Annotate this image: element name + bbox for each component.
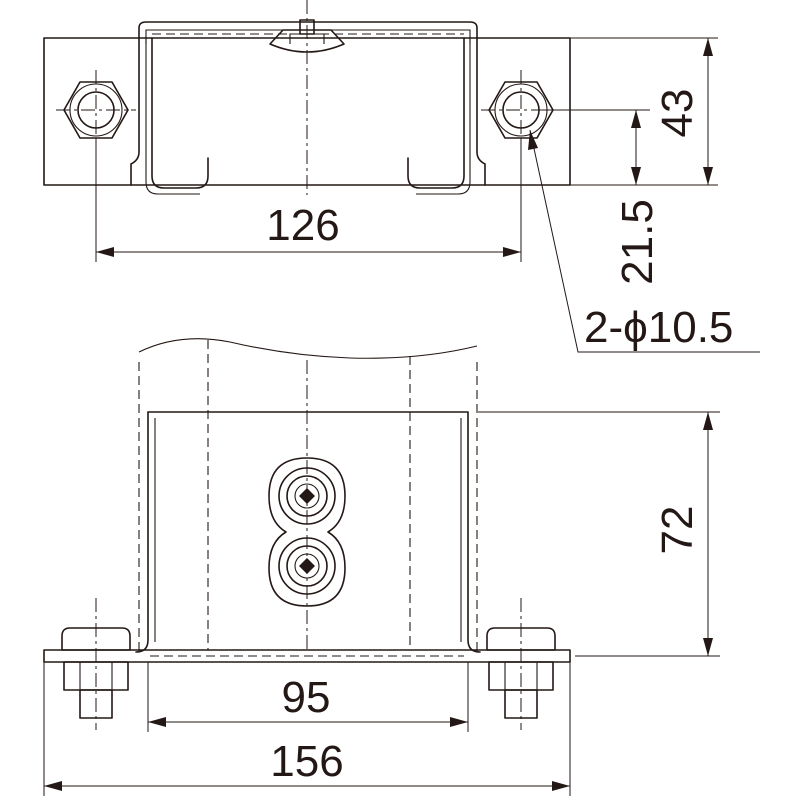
top-view (43, 0, 571, 195)
upper-bolt-mid (286, 475, 328, 517)
channel-left-wall (130, 37, 140, 186)
dim-95-label: 95 (282, 673, 331, 722)
dimension-72: 72 (478, 411, 720, 657)
bracket-left-leg (135, 411, 149, 653)
right-foot-shank (504, 689, 538, 719)
left-bolt (56, 70, 136, 150)
dim-72-label: 72 (653, 506, 702, 555)
dim-72-arrow-bottom (703, 638, 713, 656)
dim-95-arrow-left (148, 717, 166, 727)
dimension-21-5: 21.5 (545, 109, 662, 285)
channel-top-outer (138, 21, 478, 39)
lower-bolt-mid (286, 545, 328, 587)
dim-43-arrow-top (703, 38, 713, 56)
dim-156-arrow-left (44, 781, 62, 791)
lower-bolt-inner (294, 553, 320, 579)
lower-bolt-outer (278, 537, 336, 595)
right-foot-washer-top (486, 627, 556, 651)
hole-callout-arrow (528, 130, 538, 150)
dim-21-5-label: 21.5 (613, 199, 662, 285)
hole-callout-leader (529, 129, 760, 353)
left-hex-nut (63, 81, 129, 139)
dimension-126: 126 (95, 140, 522, 262)
dim-126-label: 126 (266, 201, 339, 250)
left-foot-bolt (61, 598, 131, 730)
hole-callout: 2-ϕ10.5 (528, 129, 760, 353)
left-foot-washer-top (61, 627, 131, 651)
top-nut (269, 29, 345, 53)
channel-right-lip-inner (416, 38, 471, 195)
dim-156-label: 156 (270, 737, 343, 786)
dim-95-arrow-right (450, 717, 468, 727)
right-foot-bolt (486, 598, 556, 730)
dimension-95: 95 (147, 662, 469, 732)
dim-21-5-arrow-top (631, 110, 641, 128)
lower-bolt-cross (299, 558, 315, 574)
channel-left-lip-inner (145, 38, 200, 195)
dim-43-label: 43 (653, 89, 702, 138)
dim-126-arrow-left (96, 247, 114, 257)
hole-callout-label: 2-ϕ10.5 (584, 303, 733, 352)
bracket-right-leg (147, 411, 481, 653)
front-view (43, 338, 571, 730)
dim-72-arrow-top (703, 412, 713, 430)
front-base-plate (43, 649, 571, 663)
dimension-43: 43 (570, 37, 718, 186)
upper-bolt-outer (278, 467, 336, 525)
channel-right-wall (476, 37, 486, 186)
left-foot-shank (79, 689, 113, 719)
dim-21-5-arrow-bottom (631, 167, 641, 185)
bolt-plate (268, 457, 346, 607)
dim-126-arrow-right (503, 247, 521, 257)
pipe-break-line (138, 338, 478, 359)
channel-top-inner (145, 29, 471, 44)
upper-bolt-inner (294, 483, 320, 509)
bracket-bolts (268, 457, 346, 607)
dim-156-arrow-right (552, 781, 570, 791)
channel-left-lip (151, 37, 209, 189)
channel-right-lip (407, 37, 465, 189)
dim-43-arrow-bottom (703, 167, 713, 185)
dimension-156: 156 (43, 662, 571, 796)
upper-bolt-cross (299, 488, 315, 504)
